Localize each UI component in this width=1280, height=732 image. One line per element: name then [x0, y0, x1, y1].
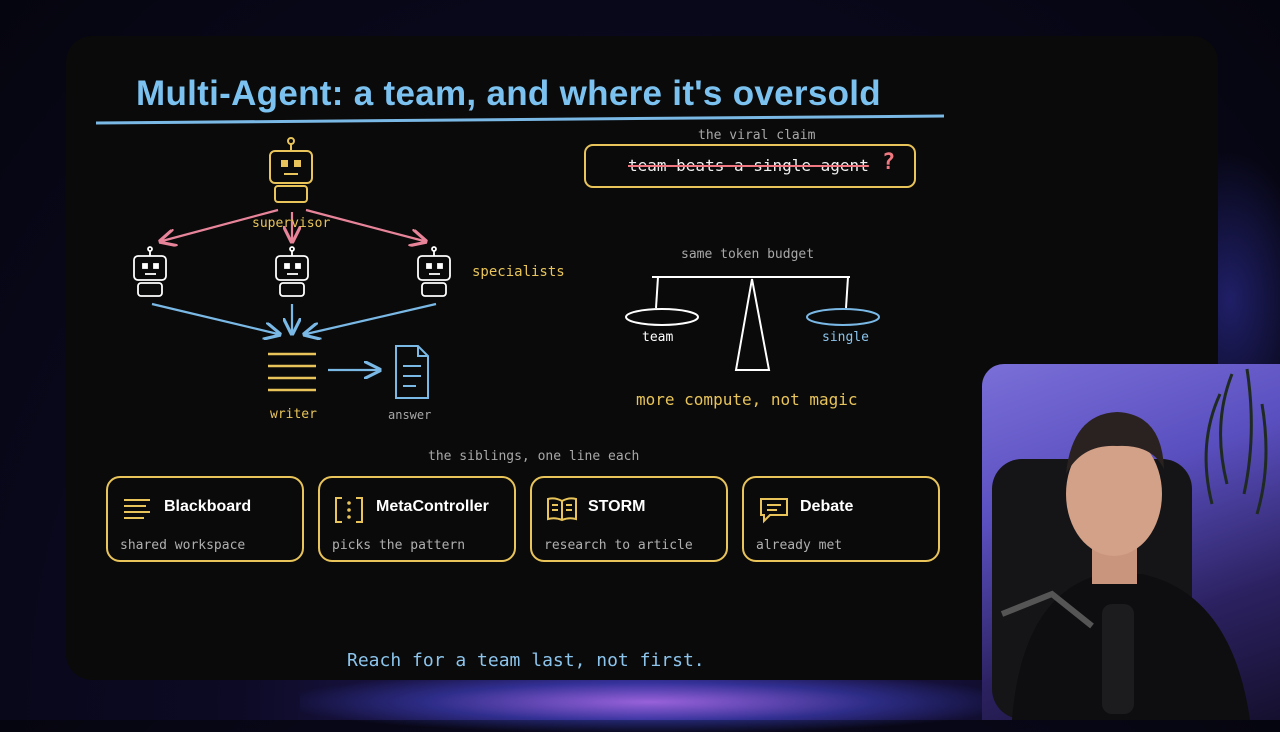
card-title: STORM: [588, 498, 646, 515]
card-subtitle: already met: [756, 538, 843, 553]
sibling-card-metacontroller: MetaController picks the pattern: [318, 476, 516, 562]
supervisor-robot-icon: [269, 137, 313, 203]
balance-right-pan: [806, 308, 880, 326]
answer-document-icon: [395, 345, 429, 399]
writer-lines-icon: [268, 352, 316, 392]
claim-box: [584, 144, 916, 188]
claim-struck-text: team beats a single agent: [628, 156, 869, 175]
balance-left-label: team: [642, 330, 674, 345]
balance-conclusion: more compute, not magic: [636, 390, 858, 409]
card-title: Blackboard: [164, 498, 252, 515]
arrow-supervisor-to-left: [162, 208, 279, 241]
specialist-robot-icon: [275, 246, 309, 297]
open-book-icon: [547, 497, 577, 522]
lines-icon: [124, 499, 150, 519]
background-glow: [300, 672, 1000, 732]
writer-label: writer: [270, 407, 317, 422]
arrow-right-to-writer: [306, 302, 437, 334]
presenter-webcam: [982, 364, 1280, 720]
siblings-caption: the siblings, one line each: [428, 449, 640, 464]
face: [1066, 432, 1162, 556]
answer-label: answer: [388, 408, 432, 422]
sibling-card-blackboard: Blackboard shared workspace: [106, 476, 304, 562]
balance-scale-icon: [625, 276, 850, 371]
hair: [1066, 412, 1164, 474]
sibling-card-storm: STORM research to article: [530, 476, 728, 562]
plant-icon: [1204, 368, 1268, 515]
speech-bubble-icon: [760, 498, 788, 524]
specialist-robot-icon: [133, 246, 167, 297]
card-subtitle: research to article: [544, 538, 693, 553]
specialist-robot-icon: [417, 246, 451, 297]
footer-takeaway: Reach for a team last, not first.: [347, 650, 705, 671]
card-subtitle: picks the pattern: [332, 538, 466, 553]
bracket-dots-icon: [335, 497, 363, 523]
arrow-left-to-writer: [151, 302, 278, 334]
title-underline: [95, 114, 945, 125]
slide-title: Multi-Agent: a team, and where it's over…: [136, 74, 881, 113]
balance-caption: same token budget: [681, 247, 815, 262]
card-subtitle: shared workspace: [120, 538, 246, 553]
sibling-card-debate: Debate already met: [742, 476, 940, 562]
claim-question-mark: ?: [882, 150, 896, 175]
claim-caption: the viral claim: [698, 128, 816, 143]
presenter-figure: [992, 368, 1268, 720]
card-title: MetaController: [376, 498, 489, 515]
microphone-icon: [1102, 604, 1134, 714]
supervisor-label: supervisor: [252, 216, 331, 231]
card-title: Debate: [800, 498, 854, 515]
arrow-supervisor-to-right: [305, 208, 424, 241]
balance-right-label: single: [822, 330, 869, 345]
specialists-label: specialists: [472, 264, 565, 280]
diagram-canvas: [95, 114, 945, 399]
